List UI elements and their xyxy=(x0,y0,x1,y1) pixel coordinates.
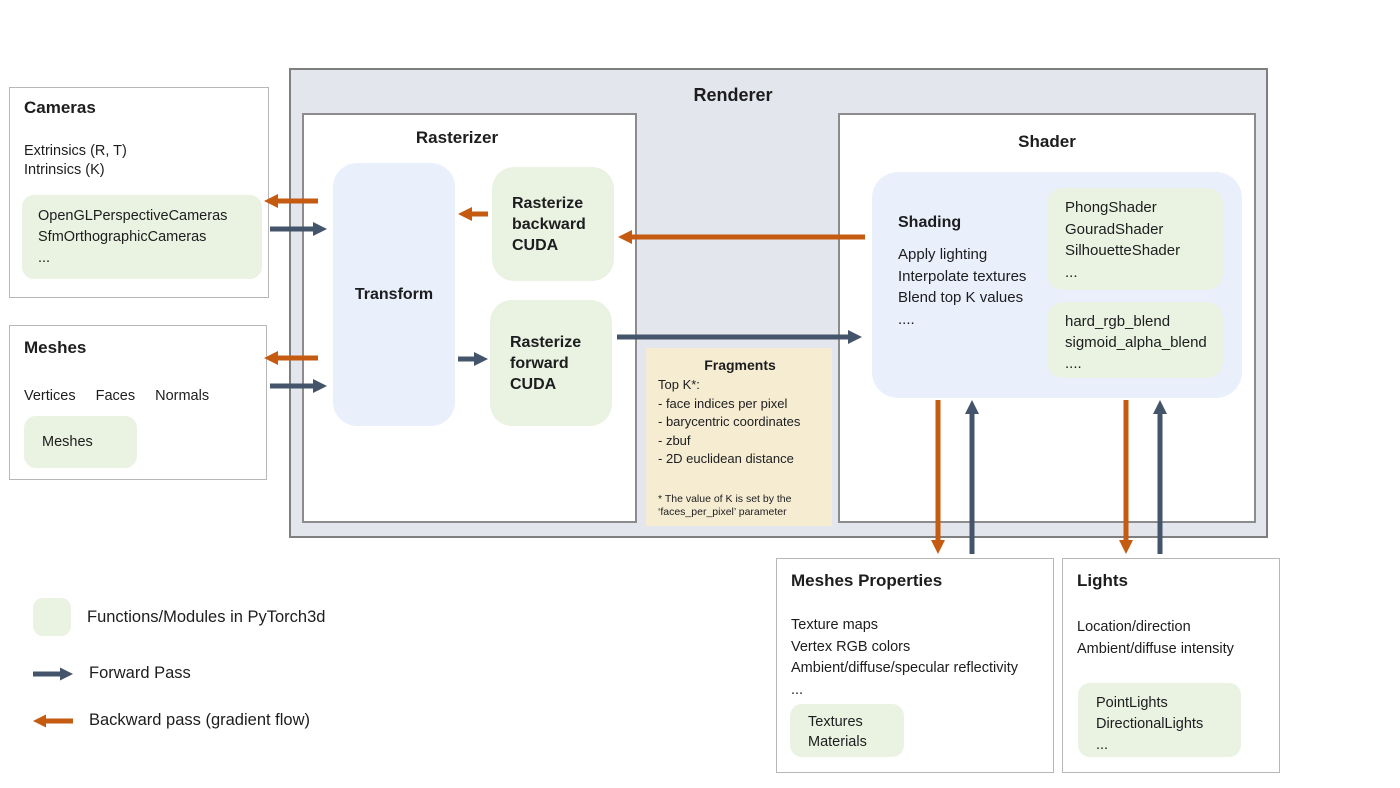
meshes-attributes: Vertices Faces Normals xyxy=(24,388,209,404)
legend-modules-label: Functions/Modules in PyTorch3d xyxy=(87,607,326,626)
fragments-line: - 2D euclidean distance xyxy=(658,451,794,466)
cameras-title: Cameras xyxy=(24,98,96,117)
meshes-attr: Vertices xyxy=(24,388,76,404)
renderer-title: Renderer xyxy=(693,85,773,105)
shading-description: Apply lighting Interpolate textures Blen… xyxy=(898,244,1026,330)
rasterize-forward-line: forward xyxy=(510,354,569,372)
shader-module-item: GouradShader xyxy=(1065,220,1164,238)
fragments-title: Fragments xyxy=(704,357,776,373)
cameras-param: Extrinsics (R, T) xyxy=(24,143,127,159)
rasterize-backward-module: Rasterize backward CUDA xyxy=(492,167,614,281)
legend-backward-label: Backward pass (gradient flow) xyxy=(89,711,311,729)
cameras-params: Extrinsics (R, T) Intrinsics (K) xyxy=(24,142,127,180)
lights-module-item: ... xyxy=(1096,737,1109,753)
transform-module: Transform xyxy=(333,163,455,426)
meshes-properties-lines: Texture maps Vertex RGB colors Ambient/d… xyxy=(791,615,1018,701)
shader-modules-list: PhongShader GouradShader SilhouetteShade… xyxy=(1047,188,1223,290)
shading-title: Shading xyxy=(898,214,962,231)
lights-box: Lights Location/direction Ambient/diffus… xyxy=(1062,558,1280,773)
blend-module-item: hard_rgb_blend xyxy=(1065,313,1171,330)
fragments-line: - barycentric coordinates xyxy=(658,414,801,429)
shader-module-item: SilhouetteShader xyxy=(1065,242,1181,259)
meshes-box: Meshes Vertices Faces Normals Meshes xyxy=(9,325,267,480)
meshes-module-item: Meshes xyxy=(42,434,93,450)
legend-backward-row: Backward pass (gradient flow) xyxy=(33,711,310,730)
meshes-properties-modules-list: Textures Materials xyxy=(790,704,904,757)
lights-line: Location/direction xyxy=(1077,619,1191,635)
fragments-line: - zbuf xyxy=(658,432,691,448)
backward-arrow-icon xyxy=(33,714,73,727)
transform-label: Transform xyxy=(354,285,434,303)
shading-line: .... xyxy=(898,310,915,328)
lights-lines: Location/direction Ambient/diffuse inten… xyxy=(1077,617,1234,660)
blend-module-item: .... xyxy=(1065,355,1082,372)
lights-title: Lights xyxy=(1077,571,1128,590)
meshes-properties-module-item: Materials xyxy=(808,733,867,750)
cameras-box: Cameras Extrinsics (R, T) Intrinsics (K)… xyxy=(9,87,269,298)
rasterize-forward-line: CUDA xyxy=(510,375,557,393)
cameras-module-item: SfmOrthographicCameras xyxy=(38,229,207,245)
meshes-properties-box: Meshes Properties Texture maps Vertex RG… xyxy=(776,558,1054,773)
fragments-box: Fragments Top K*: - face indices per pix… xyxy=(646,348,832,526)
legend-modules-row: Functions/Modules in PyTorch3d xyxy=(33,598,325,636)
meshes-attr: Normals xyxy=(155,388,210,404)
rasterize-backward-line: Rasterize xyxy=(512,194,584,212)
rasterize-backward-line: CUDA xyxy=(512,236,559,254)
lights-line: Ambient/diffuse intensity xyxy=(1077,640,1234,657)
meshes-properties-line: Ambient/diffuse/specular reflectivity xyxy=(791,660,1019,676)
meshes-properties-line: ... xyxy=(791,681,804,698)
shading-line: Interpolate textures xyxy=(898,267,1027,285)
cameras-module-item: OpenGLPerspectiveCameras xyxy=(38,208,228,224)
shading-line: Blend top K values xyxy=(898,289,1024,306)
meshes-properties-title: Meshes Properties xyxy=(791,571,943,590)
rasterize-forward-module: Rasterize forward CUDA xyxy=(490,300,612,426)
cameras-module-item: ... xyxy=(38,250,51,266)
cameras-modules-list: OpenGLPerspectiveCameras SfmOrthographic… xyxy=(22,195,262,279)
module-swatch-icon xyxy=(33,598,71,636)
blend-modules-list: hard_rgb_blend sigmoid_alpha_blend .... xyxy=(1047,302,1223,378)
meshes-modules-list: Meshes xyxy=(24,416,137,468)
blend-module-item: sigmoid_alpha_blend xyxy=(1065,334,1207,351)
legend-forward-label: Forward Pass xyxy=(89,664,191,682)
meshes-properties-module-item: Textures xyxy=(808,714,863,730)
meshes-attr: Faces xyxy=(95,388,136,404)
rasterize-forward-line: Rasterize xyxy=(510,333,582,351)
lights-modules-list: PointLights DirectionalLights ... xyxy=(1078,683,1241,757)
shader-title: Shader xyxy=(1018,132,1076,151)
shader-module-item: PhongShader xyxy=(1065,199,1157,216)
lights-module-item: PointLights xyxy=(1096,695,1168,711)
cameras-param: Intrinsics (K) xyxy=(24,162,105,178)
meshes-title: Meshes xyxy=(24,338,87,357)
meshes-properties-line: Texture maps xyxy=(791,617,879,633)
shader-module-item: ... xyxy=(1065,263,1078,281)
legend-forward-row: Forward Pass xyxy=(33,664,191,683)
lights-module-item: DirectionalLights xyxy=(1096,716,1204,732)
rasterizer-title: Rasterizer xyxy=(415,128,499,147)
fragments-line: Top K*: xyxy=(658,377,700,392)
fragments-line: - face indices per pixel xyxy=(658,395,788,411)
shading-module: Shading Apply lighting Interpolate textu… xyxy=(872,172,1242,398)
forward-arrow-icon xyxy=(33,667,73,680)
rasterize-backward-line: backward xyxy=(512,215,586,233)
fragments-footnote: * The value of K is set by the ‘faces_pe… xyxy=(658,492,792,519)
shading-line: Apply lighting xyxy=(898,246,988,263)
meshes-properties-line: Vertex RGB colors xyxy=(791,638,911,655)
